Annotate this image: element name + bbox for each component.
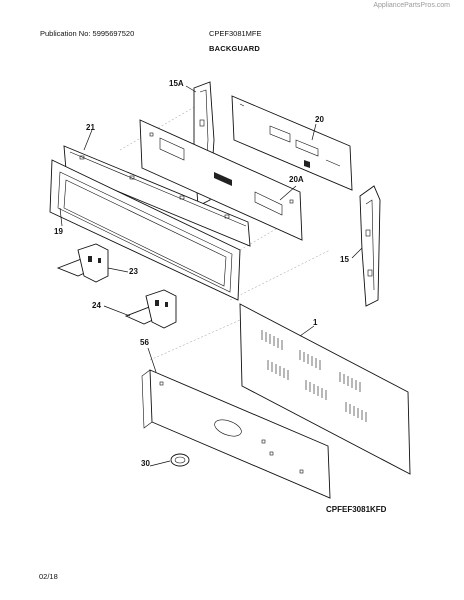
watermark-text: AppliancePartsPros.com [373, 2, 450, 9]
callout-23: 23 [129, 267, 138, 276]
callout-24: 24 [92, 301, 101, 310]
section-title: BACKGUARD [209, 44, 260, 53]
callout-15: 15 [340, 255, 349, 264]
model-number: CPEF3081MFE [209, 29, 262, 38]
publication-number: Publication No: 5995697520 [40, 29, 135, 38]
callout-15a: 15A [169, 79, 184, 88]
callout-21: 21 [86, 123, 95, 132]
part-20a-panel-frame[interactable] [139, 119, 303, 241]
callout-20: 20 [315, 115, 324, 124]
part-30-grommet[interactable] [170, 453, 190, 467]
part-24-end-cap-lower[interactable] [124, 289, 177, 329]
part-15-side-bracket[interactable] [359, 185, 381, 307]
part-21-trim-channel[interactable] [63, 145, 251, 247]
callout-30: 30 [141, 459, 150, 468]
callout-56: 56 [140, 338, 149, 347]
callout-19: 19 [54, 227, 63, 236]
callout-20a: 20A [289, 175, 304, 184]
callout-1: 1 [313, 318, 318, 327]
part-56-back-panel[interactable] [141, 369, 331, 499]
callout-leaders [59, 85, 363, 467]
diagram-code: CPFEF3081KFD [326, 505, 387, 514]
part-1-rear-cover[interactable] [239, 303, 411, 475]
part-23-end-cap-upper[interactable] [56, 243, 109, 283]
part-19-front-glass[interactable] [49, 159, 241, 301]
page-date: 02/18 [39, 572, 58, 581]
